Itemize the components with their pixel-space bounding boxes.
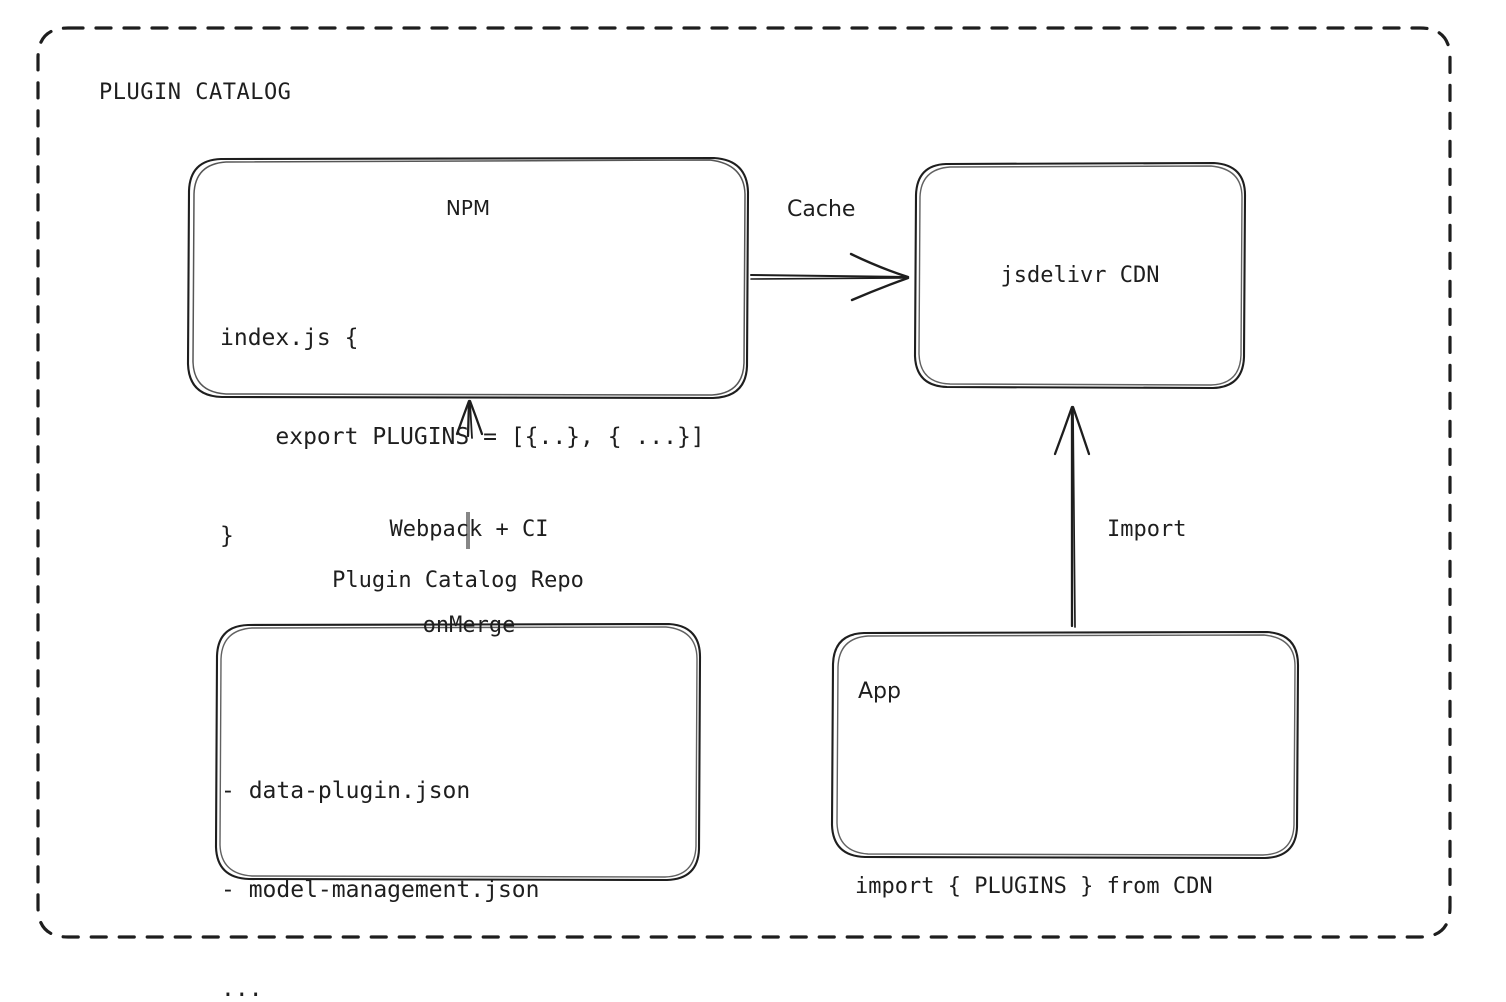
app-node-code: import { PLUGINS } from CDN PLUGINS.forE… [855, 737, 1213, 1002]
repo-node-caption: Plugin Catalog Repo [332, 568, 584, 593]
code-line: import { PLUGINS } from CDN [855, 874, 1213, 899]
list-item: - model-management.json [221, 877, 540, 903]
edge-label-webpack-ci: Webpack + CI onMerge [369, 450, 569, 706]
edge-label-cache: Cache [787, 197, 856, 222]
repo-node-file-list: - data-plugin.json - model-management.js… [221, 709, 540, 1002]
edge-npm-to-cdn-cache [750, 252, 910, 302]
cdn-node-title: jsdelivr CDN [1000, 263, 1160, 288]
list-item: - data-plugin.json [221, 778, 471, 804]
edge-app-to-cdn-import [1053, 405, 1091, 628]
edge-label-import: Import [1107, 517, 1187, 542]
app-node-title: App [858, 679, 901, 704]
code-line: export PLUGINS = [{..}, { ...}] [220, 424, 705, 450]
edge-label-line: Webpack + CI [389, 517, 549, 542]
npm-node-code: index.js { export PLUGINS = [{..}, { ...… [220, 256, 705, 619]
code-line: index.js { [220, 325, 359, 351]
edge-label-line: onMerge [422, 613, 516, 638]
npm-node-title: NPM [445, 196, 491, 220]
code-line: } [220, 523, 234, 549]
list-item: ... [221, 976, 263, 1002]
page-title: PLUGIN CATALOG [99, 80, 292, 105]
